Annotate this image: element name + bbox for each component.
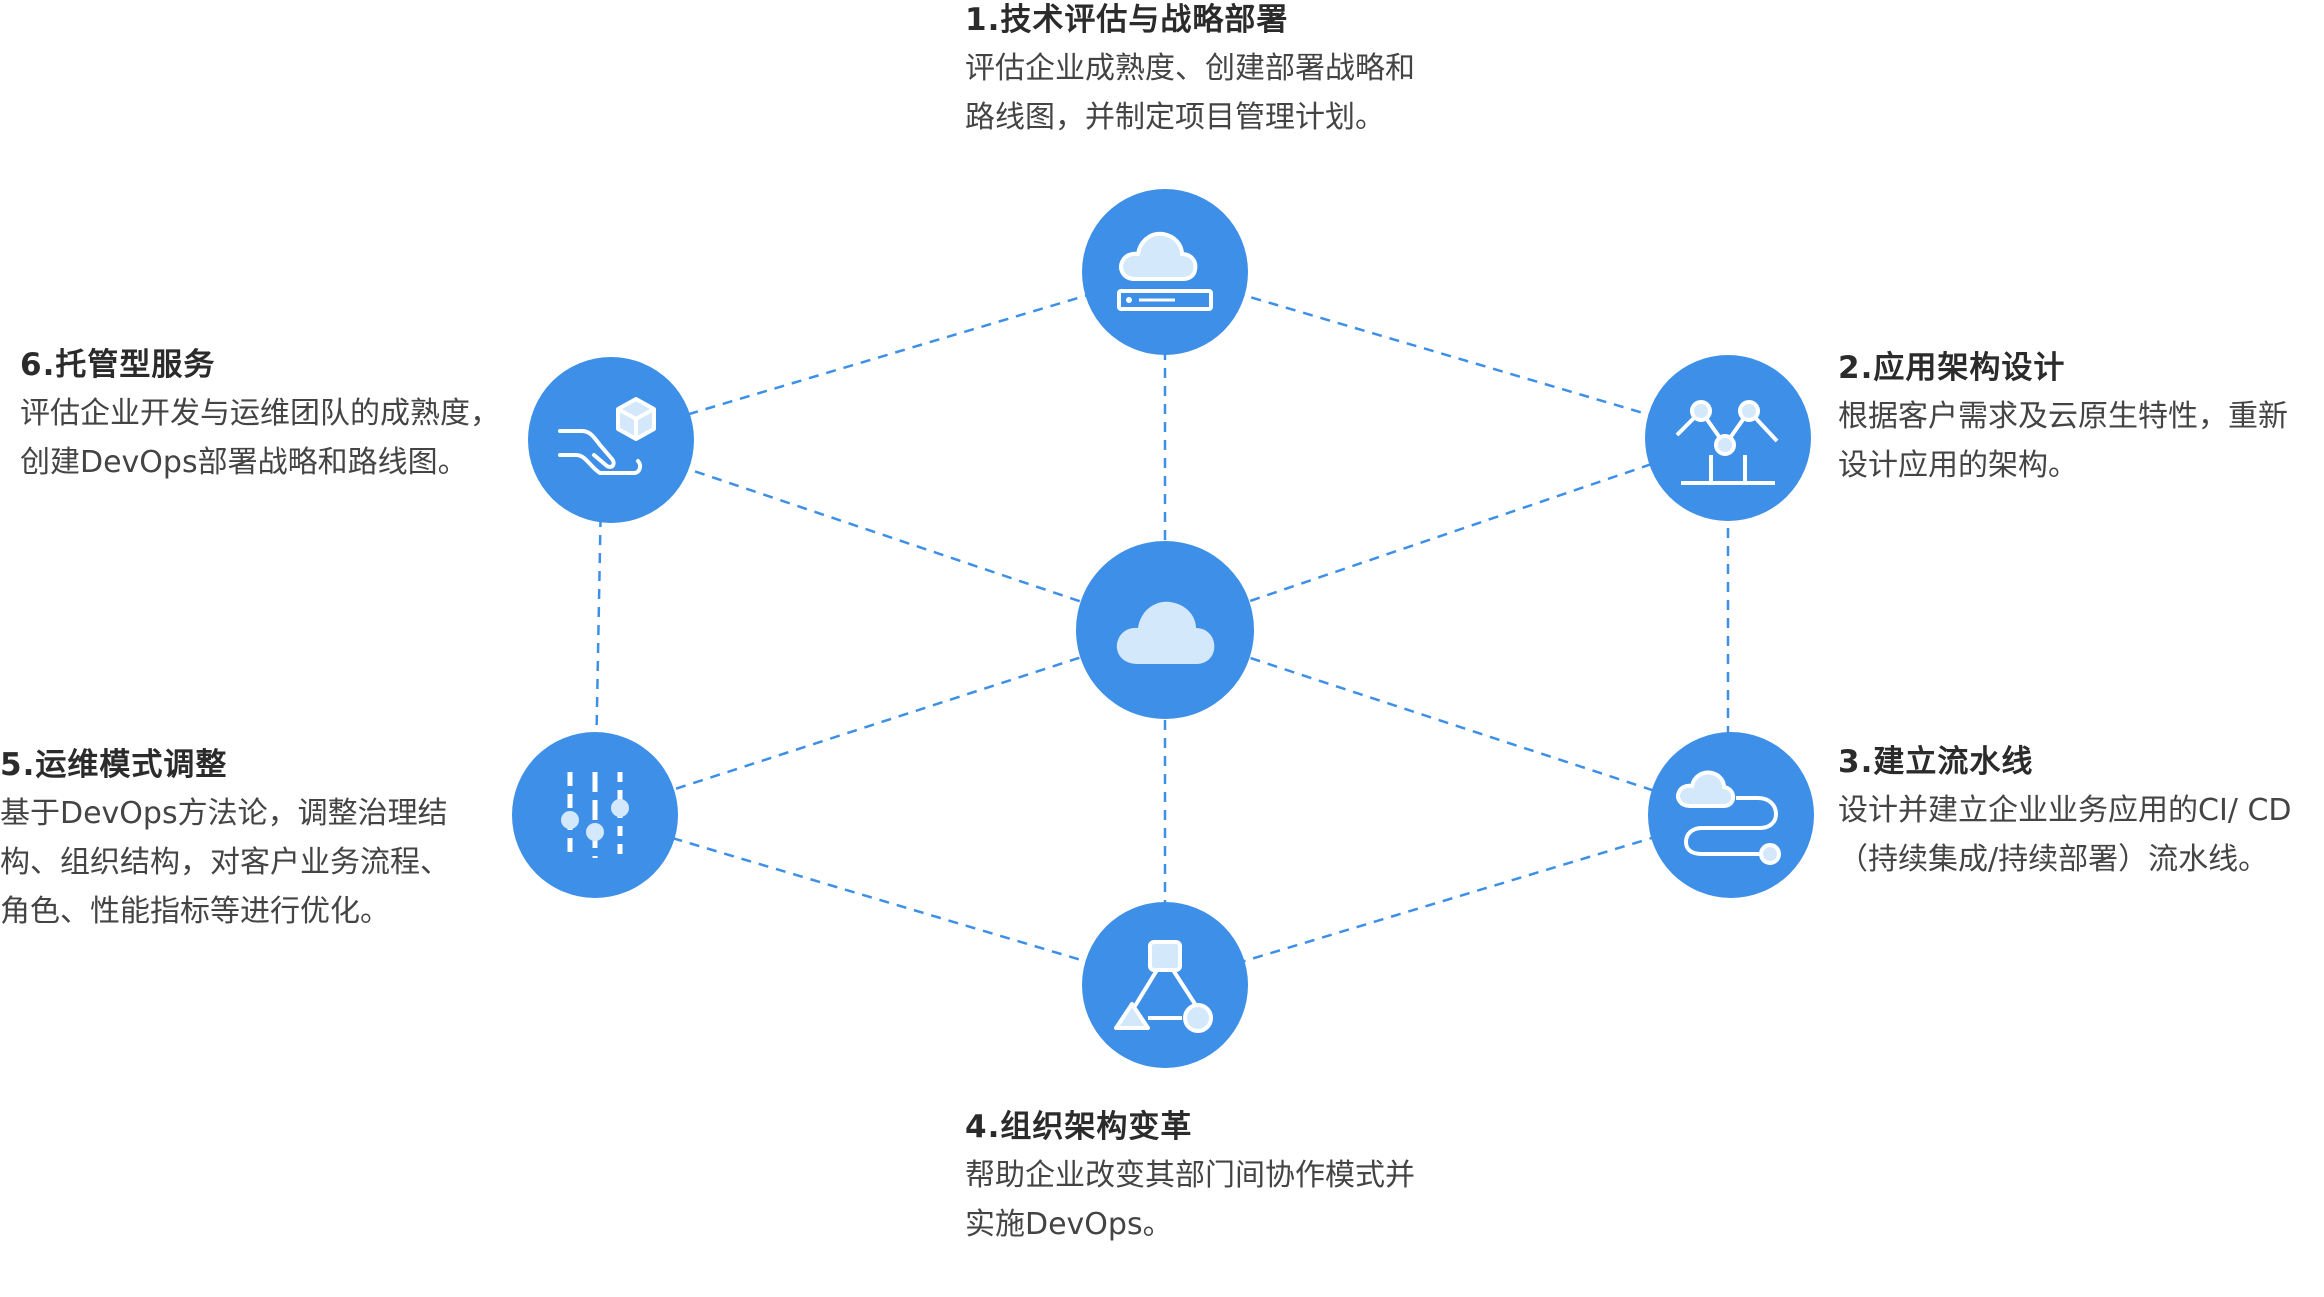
node-step-2 — [1645, 355, 1811, 521]
node-step-1 — [1082, 189, 1248, 355]
step-5-desc: 基于DevOps方法论，调整治理结 构、组织结构，对客户业务流程、 角色、性能指… — [0, 796, 450, 929]
step-1-title: 1.技术评估与战略部署 — [965, 2, 1289, 38]
step-3-title: 3.建立流水线 — [1838, 744, 2034, 780]
org-structure-shapes-icon — [1114, 940, 1213, 1033]
edge-1-2 — [1164, 270, 1729, 440]
step-5-text: 5.运维模式调整 基于DevOps方法论，调整治理结 构、组织结构，对客户业务流… — [0, 745, 450, 936]
step-2-title: 2.应用架构设计 — [1838, 350, 2066, 386]
sliders-icon — [561, 772, 629, 858]
edge-6-1 — [601, 270, 1166, 442]
cloud-icon — [1116, 601, 1215, 664]
hand-box-icon — [558, 397, 656, 475]
node-step-3 — [1648, 732, 1814, 898]
step-4-title: 4.组织架构变革 — [965, 1109, 1193, 1145]
edge-3-4 — [1164, 813, 1729, 987]
step-3-desc: 设计并建立企业业务应用的CI/ CD （持续集成/持续部署）流水线。 — [1838, 793, 2292, 877]
node-step-5 — [512, 732, 678, 898]
step-6-title: 6.托管型服务 — [20, 347, 216, 383]
spoke-5 — [594, 628, 1166, 817]
node-step-4 — [1082, 902, 1248, 1068]
edge-4-5 — [594, 813, 1166, 987]
step-2-text: 2.应用架构设计 根据客户需求及云原生特性，重新 设计应用的架构。 — [1838, 348, 2288, 490]
cloud-pipeline-icon — [1676, 770, 1781, 865]
center-node — [1076, 541, 1254, 719]
spoke-3 — [1164, 628, 1729, 817]
line-chart-nodes-icon — [1675, 400, 1779, 485]
step-1-text: 1.技术评估与战略部署 评估企业成熟度、创建部署战略和 路线图，并制定项目管理计… — [965, 0, 1415, 142]
step-6-desc: 评估企业开发与运维团队的成熟度， 创建DevOps部署战略和路线图。 — [20, 396, 500, 480]
spoke-2 — [1164, 436, 1729, 632]
node-step-6 — [528, 357, 694, 523]
step-3-text: 3.建立流水线 设计并建立企业业务应用的CI/ CD （持续集成/持续部署）流水… — [1838, 742, 2292, 884]
spoke-6 — [601, 438, 1166, 632]
step-2-desc: 根据客户需求及云原生特性，重新 设计应用的架构。 — [1838, 399, 2288, 483]
step-4-text: 4.组织架构变革 帮助企业改变其部门间协作模式并 实施DevOps。 — [965, 1107, 1415, 1249]
step-5-title: 5.运维模式调整 — [0, 747, 228, 783]
cloud-server-icon — [1117, 231, 1213, 311]
step-4-desc: 帮助企业改变其部门间协作模式并 实施DevOps。 — [965, 1158, 1415, 1242]
step-6-text: 6.托管型服务 评估企业开发与运维团队的成熟度， 创建DevOps部署战略和路线… — [20, 345, 500, 487]
step-1-desc: 评估企业成熟度、创建部署战略和 路线图，并制定项目管理计划。 — [965, 51, 1415, 135]
